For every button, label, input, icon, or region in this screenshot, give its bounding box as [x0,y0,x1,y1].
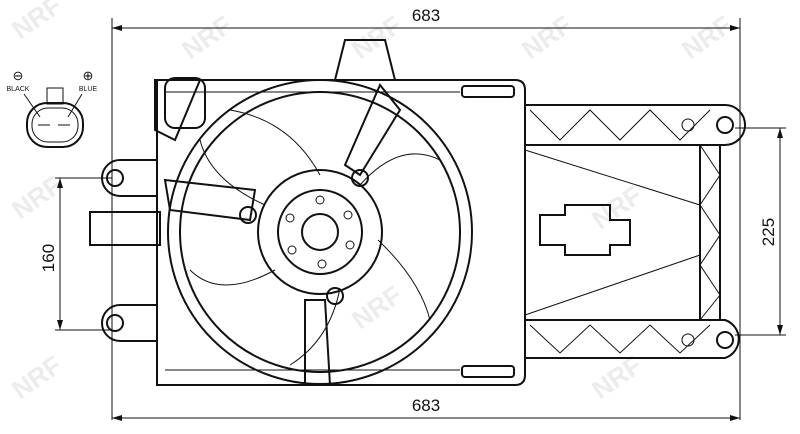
fan-hub [239,169,383,305]
fan-blades [189,109,441,366]
electrical-connector: ⊖ ⊕ BLACK BLUE [7,68,98,148]
positive-symbol: ⊕ [83,68,94,83]
dimension-right: 225 [735,127,786,336]
dimension-label-right: 225 [759,218,778,246]
svg-text:NRF: NRF [6,0,67,45]
dimension-label-bottom: 683 [412,396,440,415]
wire-label-blue: BLUE [79,86,98,93]
svg-text:NRF: NRF [346,280,407,335]
dimension-label-left: 160 [39,244,58,272]
watermark-pattern: NRF NRF NRF NRF NRF NRF NRF NRF NRF NRF [6,0,737,405]
mounting-bracket-right [524,104,746,359]
dimension-bottom: 683 [112,396,740,421]
dimension-top: 683 [111,6,741,420]
mounting-bracket-left [89,77,206,342]
fan-ring [167,79,473,385]
svg-text:NRF: NRF [346,10,407,65]
negative-symbol: ⊖ [13,68,24,83]
svg-text:NRF: NRF [586,180,647,235]
svg-text:NRF: NRF [676,10,737,65]
motor-struts [163,83,402,386]
dimension-label-top: 683 [412,6,440,25]
svg-text:NRF: NRF [6,350,67,405]
wire-label-black: BLACK [7,86,30,93]
svg-text:NRF: NRF [516,10,577,65]
fan-shroud-frame [156,39,526,386]
svg-text:NRF: NRF [176,10,237,65]
